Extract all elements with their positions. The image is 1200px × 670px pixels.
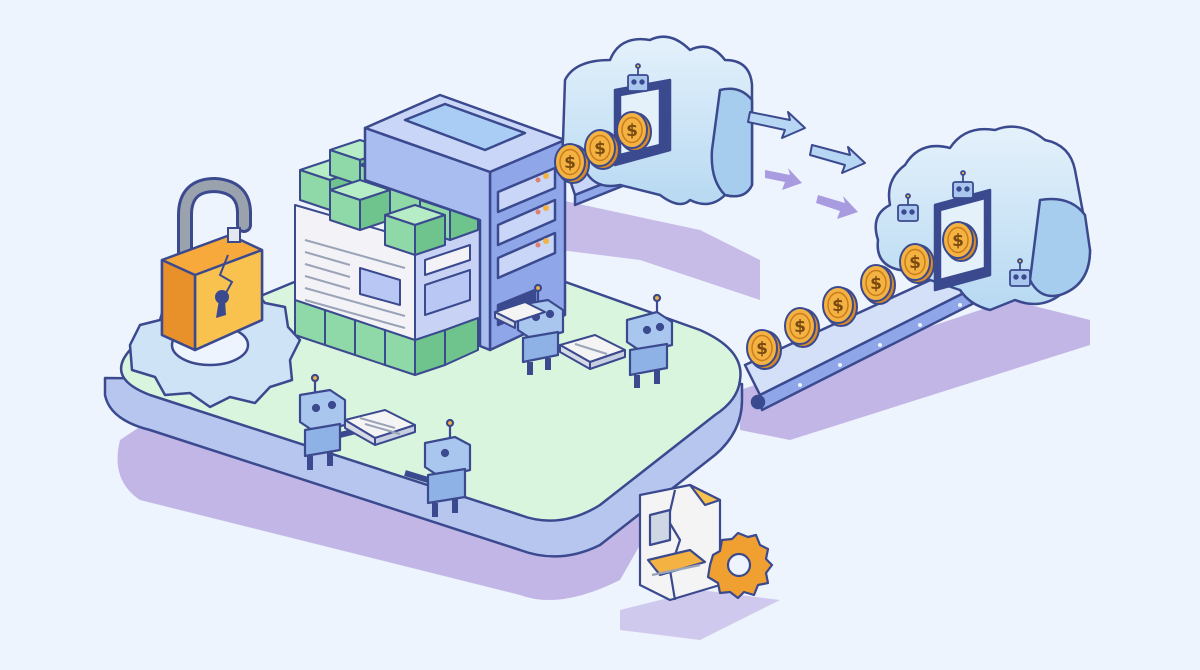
platform <box>103 228 744 558</box>
robot-icon <box>625 293 674 388</box>
robot-icon <box>404 418 472 517</box>
status-led <box>543 173 549 179</box>
arrow-icon <box>747 111 866 174</box>
scene-shadows <box>117 200 1090 640</box>
coin-icon: $ <box>584 129 620 170</box>
data-cube-icon <box>329 179 391 231</box>
coin-symbol: $ <box>832 296 844 316</box>
coin-icon: $ <box>616 111 652 152</box>
coin-icon: $ <box>899 243 935 284</box>
robot-icon <box>952 170 974 199</box>
coin-symbol: $ <box>564 153 576 173</box>
coin-symbol: $ <box>756 339 768 359</box>
broken-document-icon <box>638 483 722 602</box>
server-rack-icon <box>363 93 567 352</box>
coin-symbol: $ <box>626 121 638 141</box>
coin-icon: $ <box>746 329 782 370</box>
document-lines <box>304 239 406 329</box>
coin-row: $ $ $ $ $ $ $ $ $ <box>554 111 978 370</box>
coin-icon: $ <box>554 143 590 184</box>
document-icon <box>344 409 416 446</box>
coin-symbol: $ <box>952 231 964 251</box>
data-cube-icon <box>384 204 446 256</box>
robot-icon <box>298 373 361 470</box>
status-led <box>535 209 541 215</box>
coin-symbol: $ <box>594 139 606 159</box>
server-slot <box>496 166 557 280</box>
data-cube-icon <box>294 299 479 376</box>
robot-icon <box>1009 258 1031 287</box>
coin-icon: $ <box>942 221 978 262</box>
document-icon <box>559 334 626 370</box>
coin-symbol: $ <box>870 274 882 294</box>
cloud-icon <box>561 35 754 206</box>
coin-symbol: $ <box>794 317 806 337</box>
status-led <box>543 238 549 244</box>
status-led <box>543 205 549 211</box>
status-led <box>535 242 541 248</box>
coin-icon: $ <box>822 286 858 327</box>
data-cube-stack <box>294 139 481 376</box>
document-icon <box>494 301 546 329</box>
arrow-icon <box>765 168 858 219</box>
robot-icon <box>627 63 649 92</box>
coin-icon: $ <box>860 264 896 305</box>
robot-icon <box>897 193 919 222</box>
padlock-icon <box>160 176 264 352</box>
coin-icon: $ <box>784 307 820 348</box>
coin-symbol: $ <box>909 253 921 273</box>
status-led <box>535 177 541 183</box>
gear-icon <box>706 531 774 600</box>
